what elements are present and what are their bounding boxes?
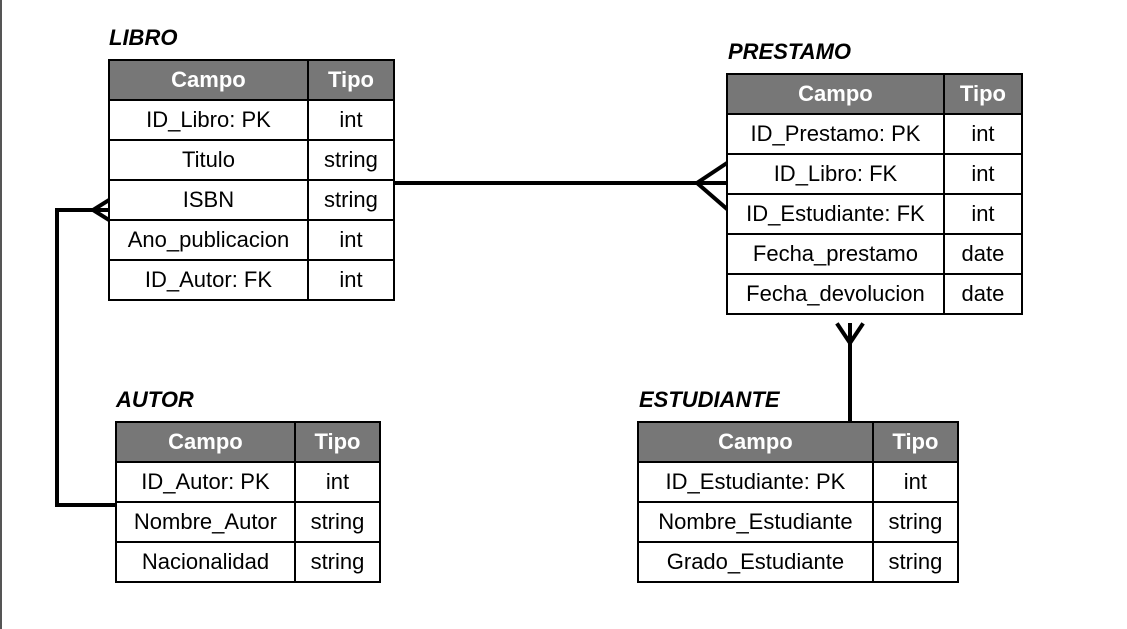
field-type: int — [942, 153, 1024, 195]
field-type: string — [871, 501, 960, 543]
field-name: ID_Estudiante: FK — [726, 193, 945, 235]
field-type: string — [293, 501, 382, 543]
field-name: ID_Estudiante: PK — [637, 461, 874, 503]
entity-table-libro: Campo Tipo ID_Libro: PK int Titulo strin… — [108, 59, 396, 301]
field-type: int — [293, 461, 382, 503]
field-name: Nombre_Autor — [115, 501, 296, 543]
field-name: Nombre_Estudiante — [637, 501, 874, 543]
table-row: Titulo string — [108, 139, 396, 181]
table-row: Ano_publicacion int — [108, 219, 396, 261]
table-row: Nacionalidad string — [115, 541, 382, 583]
header-tipo: Tipo — [306, 59, 396, 101]
field-name: Grado_Estudiante — [637, 541, 874, 583]
table-row: ID_Estudiante: FK int — [726, 193, 1024, 235]
entity-table-estudiante: Campo Tipo ID_Estudiante: PK int Nombre_… — [637, 421, 960, 583]
field-type: int — [306, 99, 396, 141]
entity-title-autor: AUTOR — [116, 387, 194, 412]
crowfoot-prestamo-estudiante — [835, 322, 865, 347]
table-row: ID_Libro: PK int — [108, 99, 396, 141]
field-type: string — [306, 179, 396, 221]
field-type: int — [306, 259, 396, 301]
table-row: Nombre_Estudiante string — [637, 501, 960, 543]
table-row: Fecha_devolucion date — [726, 273, 1024, 315]
field-type: string — [306, 139, 396, 181]
table-row: ID_Estudiante: PK int — [637, 461, 960, 503]
table-row: ID_Autor: PK int — [115, 461, 382, 503]
table-header-row: Campo Tipo — [108, 59, 396, 101]
field-name: Titulo — [108, 139, 309, 181]
window-left-border — [0, 0, 2, 629]
entity-title-estudiante: ESTUDIANTE — [639, 387, 780, 412]
field-type: int — [942, 113, 1024, 155]
field-name: ID_Libro: PK — [108, 99, 309, 141]
field-name: ID_Libro: FK — [726, 153, 945, 195]
table-row: Fecha_prestamo date — [726, 233, 1024, 275]
field-type: int — [306, 219, 396, 261]
header-tipo: Tipo — [871, 421, 960, 463]
header-tipo: Tipo — [293, 421, 382, 463]
table-row: Nombre_Autor string — [115, 501, 382, 543]
field-name: Fecha_devolucion — [726, 273, 945, 315]
table-row: Grado_Estudiante string — [637, 541, 960, 583]
field-type: string — [293, 541, 382, 583]
entity-table-autor: Campo Tipo ID_Autor: PK int Nombre_Autor… — [115, 421, 382, 583]
field-name: Fecha_prestamo — [726, 233, 945, 275]
crowfoot-prestamo-libro — [693, 160, 730, 212]
header-campo: Campo — [108, 59, 309, 101]
header-tipo: Tipo — [942, 73, 1024, 115]
header-campo: Campo — [726, 73, 945, 115]
table-header-row: Campo Tipo — [115, 421, 382, 463]
relation-autor-libro — [55, 208, 117, 507]
field-type: string — [871, 541, 960, 583]
table-header-row: Campo Tipo — [726, 73, 1024, 115]
header-campo: Campo — [115, 421, 296, 463]
field-name: ISBN — [108, 179, 309, 221]
table-header-row: Campo Tipo — [637, 421, 960, 463]
field-name: ID_Prestamo: PK — [726, 113, 945, 155]
field-name: ID_Autor: FK — [108, 259, 309, 301]
field-type: int — [942, 193, 1024, 235]
field-type: date — [942, 273, 1024, 315]
header-campo: Campo — [637, 421, 874, 463]
field-name: ID_Autor: PK — [115, 461, 296, 503]
entity-title-prestamo: PRESTAMO — [728, 39, 852, 64]
table-row: ID_Prestamo: PK int — [726, 113, 1024, 155]
field-name: Ano_publicacion — [108, 219, 309, 261]
field-type: date — [942, 233, 1024, 275]
entity-table-prestamo: Campo Tipo ID_Prestamo: PK int ID_Libro:… — [726, 73, 1024, 315]
entity-title-libro: LIBRO — [109, 25, 178, 50]
field-name: Nacionalidad — [115, 541, 296, 583]
field-type: int — [871, 461, 960, 503]
table-row: ID_Libro: FK int — [726, 153, 1024, 195]
table-row: ID_Autor: FK int — [108, 259, 396, 301]
crowfoot-libro-autor — [89, 197, 112, 223]
table-row: ISBN string — [108, 179, 396, 221]
